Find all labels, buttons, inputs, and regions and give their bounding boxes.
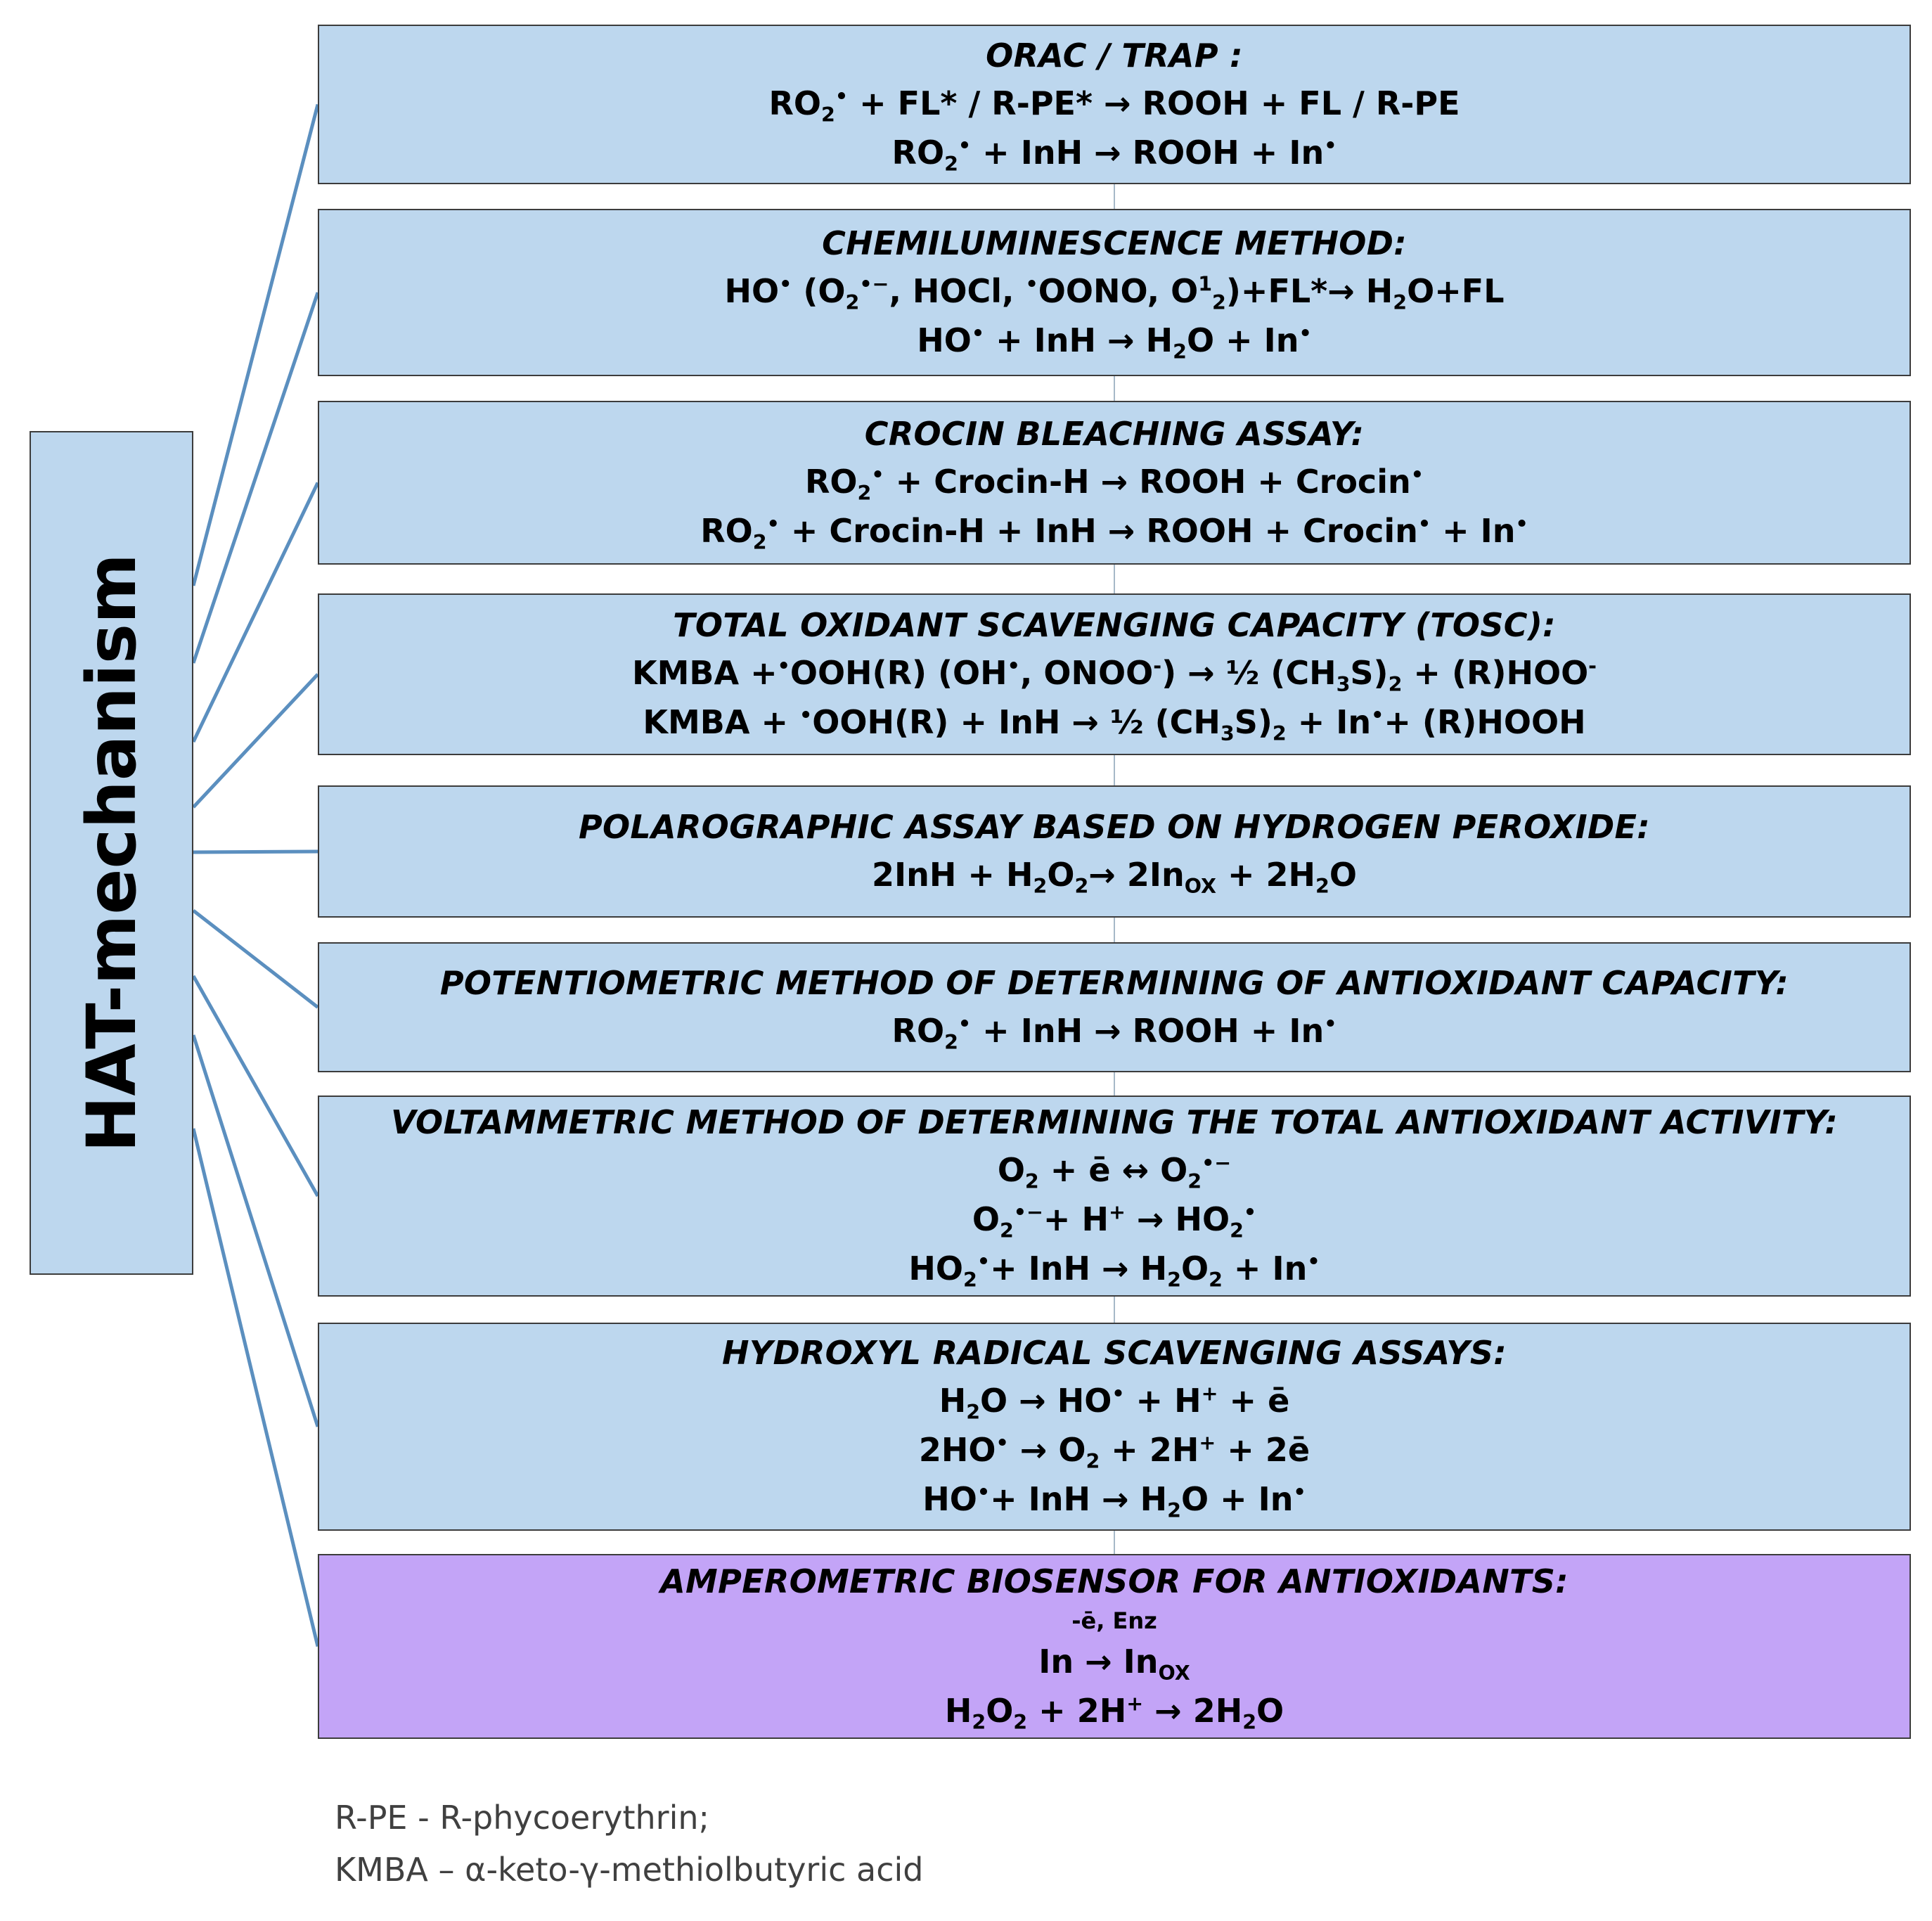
method-title: TOTAL OXIDANT SCAVENGING CAPACITY (TOSC)…	[673, 606, 1556, 644]
reaction-equation: In → InOX	[1038, 1642, 1190, 1685]
reaction-equation: RO2• + FL* / R-PE* → ROOH + FL / R-PE	[768, 84, 1460, 127]
method-title: HYDROXYL RADICAL SCAVENGING ASSAYS:	[722, 1334, 1507, 1372]
method-title: VOLTAMMETRIC METHOD OF DETERMINING THE T…	[390, 1103, 1838, 1141]
method-box-orac-trap: ORAC / TRAP : RO2• + FL* / R-PE* → ROOH +…	[318, 25, 1911, 184]
reaction-equation: 2InH + H2O2→ 2InOX + 2H2O	[872, 856, 1357, 899]
reaction-equation: HO• + InH → H2O + In•	[917, 321, 1312, 364]
reaction-equation: RO2• + Crocin-H → ROOH + Crocin•	[805, 462, 1424, 505]
reaction-equation: KMBA + •OOH(R) + InH → ½ (CH3S)2 + In•+ …	[643, 703, 1586, 746]
reaction-equation: H2O → HO• + H+ + ē	[939, 1382, 1290, 1425]
connector-orac-trap	[191, 103, 320, 586]
method-box-chemiluminescence: CHEMILUMINESCENCE METHOD: HO• (O2•−, HOCl…	[318, 209, 1911, 376]
method-box-hydroxyl-radical: HYDROXYL RADICAL SCAVENGING ASSAYS: H2O →…	[318, 1323, 1911, 1531]
hat-mechanism-label: HAT-mechanism	[72, 553, 151, 1152]
connector-crocin-bleaching	[191, 482, 320, 743]
method-box-tosc: TOTAL OXIDANT SCAVENGING CAPACITY (TOSC)…	[318, 593, 1911, 755]
reaction-condition: -ē, Enz	[1071, 1607, 1157, 1634]
method-title: POTENTIOMETRIC METHOD OF DETERMINING OF …	[439, 963, 1789, 1002]
hat-mechanism-box: HAT-mechanism	[30, 431, 193, 1275]
method-title: AMPEROMETRIC BIOSENSOR FOR ANTIOXIDANTS:	[660, 1562, 1569, 1600]
reaction-equation: O2 + ē ↔ O2•−	[997, 1151, 1232, 1194]
reaction-equation: O2•−+ H+ → HO2•	[972, 1200, 1257, 1243]
connector-voltammetric	[191, 975, 320, 1197]
connector-potentiometric	[192, 909, 319, 1009]
method-title: CHEMILUMINESCENCE METHOD:	[822, 224, 1407, 262]
method-title: POLAROGRAPHIC ASSAY BASED ON HYDROGEN PE…	[579, 808, 1650, 846]
reaction-equation: RO2• + InH → ROOH + In•	[891, 133, 1337, 176]
footnote-kmba: KMBA – α-keto-γ-methiolbutyric acid	[335, 1851, 924, 1889]
reaction-equation: HO•+ InH → H2O + In•	[922, 1480, 1306, 1523]
connector-chemiluminescence	[191, 292, 320, 664]
reaction-equation: RO2• + InH → ROOH + In•	[891, 1011, 1337, 1054]
method-box-potentiometric: POTENTIOMETRIC METHOD OF DETERMINING OF …	[318, 942, 1911, 1072]
method-box-voltammetric: VOLTAMMETRIC METHOD OF DETERMINING THE T…	[318, 1096, 1911, 1297]
method-box-polarographic: POLAROGRAPHIC ASSAY BASED ON HYDROGEN PE…	[318, 785, 1911, 918]
reaction-equation: RO2• + Crocin-H + InH → ROOH + Crocin• +…	[700, 511, 1528, 554]
connector-amperometric-biosensor	[191, 1128, 320, 1647]
footnote-rpe: R-PE - R-phycoerythrin;	[335, 1799, 710, 1837]
reaction-equation: HO• (O2•−, HOCl, •OONO, O12)+FL*→ H2O+FL	[724, 272, 1505, 315]
method-title: CROCIN BLEACHING ASSAY:	[864, 414, 1365, 453]
connector-hydroxyl-radical	[191, 1034, 320, 1427]
reaction-equation: H2O2 + 2H+ → 2H2O	[944, 1691, 1284, 1734]
method-box-amperometric-biosensor: AMPEROMETRIC BIOSENSOR FOR ANTIOXIDANTS:…	[318, 1554, 1911, 1739]
method-title: ORAC / TRAP :	[986, 36, 1243, 75]
connector-tosc	[192, 673, 319, 809]
reaction-equation: 2HO• → O2 + 2H+ + 2ē	[918, 1431, 1310, 1474]
reaction-equation: KMBA +•OOH(R) (OH•, ONOO-) → ½ (CH3S)2 +…	[631, 654, 1597, 697]
method-box-crocin-bleaching: CROCIN BLEACHING ASSAY: RO2• + Crocin-H →…	[318, 401, 1911, 565]
footnotes: R-PE - R-phycoerythrin; KMBA – α-keto-γ-…	[335, 1792, 923, 1896]
reaction-equation: HO2•+ InH → H2O2 + In•	[908, 1249, 1320, 1292]
